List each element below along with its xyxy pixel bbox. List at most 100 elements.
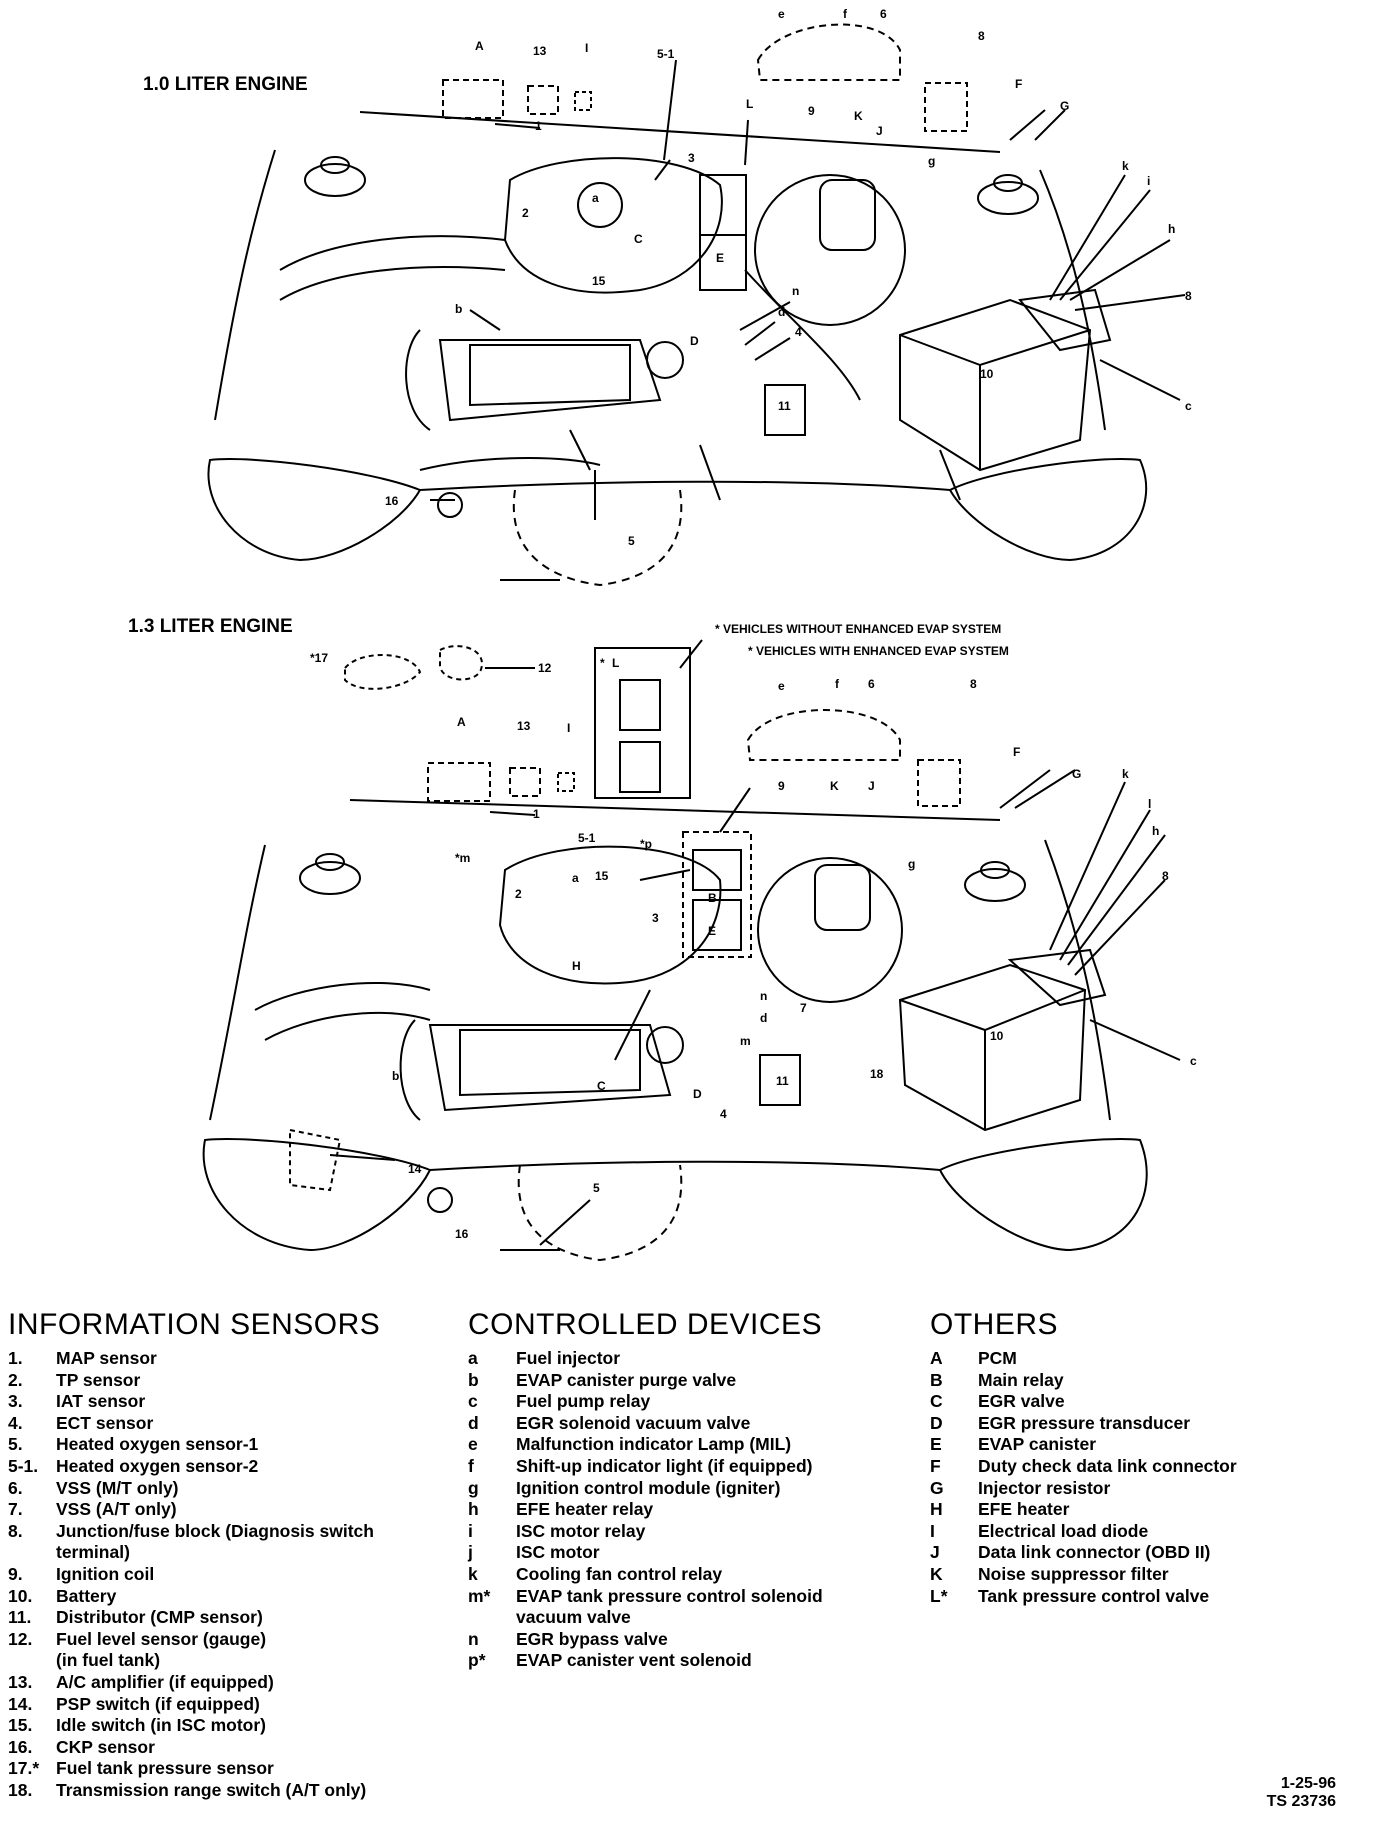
callout-label: I (585, 41, 588, 55)
callout-label: H (572, 959, 581, 973)
list-item: 1.MAP sensor (8, 1348, 157, 1368)
callout-label: n (760, 989, 767, 1003)
callout-label: 9 (778, 779, 785, 793)
list-item: 18.Transmission range switch (A/T only) (8, 1779, 367, 1800)
callout-label: g (908, 857, 915, 871)
callout-label: 1 (533, 807, 540, 821)
list-item: 16.CKP sensor (8, 1736, 155, 1757)
list-item: 3.IAT sensor (8, 1391, 146, 1412)
list-item: 11.Distributor (CMP sensor) (8, 1607, 263, 1628)
callout-label: d (778, 305, 785, 319)
callout-label: b (392, 1069, 399, 1083)
callout-label: K (854, 109, 863, 123)
callout-label: E (716, 251, 724, 265)
callout-label: *p (640, 837, 652, 851)
callout-label: 4 (795, 325, 802, 339)
note-without-evap: * VEHICLES WITHOUT ENHANCED EVAP SYSTEM (715, 622, 1001, 636)
figure-date: 1-25-96 (1280, 1775, 1336, 1792)
callout-label: 18 (870, 1067, 884, 1081)
figure-code: TS 23736 (1266, 1793, 1336, 1810)
list-item: 5.Heated oxygen sensor-1 (8, 1434, 259, 1455)
callout-label: 16 (455, 1227, 469, 1241)
callout-label: k (1122, 767, 1129, 781)
callout-label: k (1122, 159, 1129, 173)
callout-label: 15 (592, 274, 606, 288)
callout-label: d (760, 1011, 767, 1025)
list-item: p*EVAP canister vent solenoid (468, 1650, 752, 1671)
list-item: 12.Fuel level sensor (gauge) (in fuel ta… (8, 1628, 267, 1671)
callout-label: f (835, 677, 840, 691)
list-item: 5-1.Heated oxygen sensor-2 (8, 1455, 259, 1476)
callout-label: f (843, 7, 848, 21)
callout-label: K (830, 779, 839, 793)
callout-label: 16 (385, 494, 399, 508)
callout-label: 7 (800, 1001, 807, 1015)
callout-label: h (1168, 222, 1175, 236)
callout-label: e (778, 7, 785, 21)
callout-label: a (572, 871, 579, 885)
callout-label: 8 (1162, 869, 1169, 883)
callout-label: F (1015, 77, 1022, 91)
callout-label: D (690, 334, 699, 348)
engine-1-0-callouts: A 13 I 5-1 e f 6 8 F G L 9 K J g 3 2 a C… (385, 7, 1192, 548)
others-heading: OTHERS (930, 1308, 1059, 1341)
callout-label: E (708, 924, 716, 938)
callout-label: A (457, 715, 466, 729)
engine-compartment-diagram: 1.0 LITER ENGINE 1.3 LITER ENGINE * VEHI… (128, 7, 1197, 1262)
callout-label: L (746, 97, 753, 111)
engine-1-3-callouts: *17 12 A 13 I e f 6 8 F G 9 K J g 1 5-1 … (310, 651, 1197, 1241)
list-item: 7.VSS (A/T only) (8, 1499, 177, 1520)
callout-label: n (792, 284, 799, 298)
list-item: 10.Battery (8, 1585, 117, 1606)
callout-label: 8 (970, 677, 977, 691)
callout-label: m (740, 1034, 751, 1048)
callout-label: J (876, 124, 883, 138)
callout-label: C (597, 1079, 606, 1093)
callout-label: c (1185, 399, 1192, 413)
list-item: 6.VSS (M/T only) (8, 1477, 179, 1498)
list-item: 13.A/C amplifier (if equipped) (8, 1671, 274, 1692)
callout-label: *17 (310, 651, 328, 665)
callout-label: 6 (880, 7, 887, 21)
callout-label: F (1013, 745, 1020, 759)
callout-label: 2 (522, 206, 529, 220)
callout-label: 5-1 (578, 831, 596, 845)
callout-label: 13 (517, 719, 531, 733)
callout-label: 10 (990, 1029, 1004, 1043)
figure-stamp: 1-25-96 TS 23736 (1267, 1775, 1336, 1811)
engine-1-3-title: 1.3 LITER ENGINE (128, 616, 293, 637)
list-item: 2.TP sensor (8, 1369, 141, 1390)
list-item: m*EVAP tank pressure control solenoid va… (468, 1585, 823, 1628)
callout-label: g (928, 154, 935, 168)
callout-label: B (708, 891, 717, 905)
callout-label: 1 (535, 119, 542, 133)
callout-label: c (1190, 1054, 1197, 1068)
callout-label: a (592, 191, 599, 205)
callout-label: 10 (980, 367, 994, 381)
callout-label: 2 (515, 887, 522, 901)
list-item: 17.*Fuel tank pressure sensor (8, 1758, 274, 1779)
callout-label: 4 (720, 1107, 727, 1121)
callout-label: 5 (593, 1181, 600, 1195)
list-item: L*Tank pressure control valve (930, 1585, 1210, 1606)
information-sensors-list: 1.MAP sensor 2.TP sensor 3.IAT sensor 4.… (8, 1348, 448, 1801)
callout-label: 3 (652, 911, 659, 925)
callout-label: G (1060, 99, 1069, 113)
